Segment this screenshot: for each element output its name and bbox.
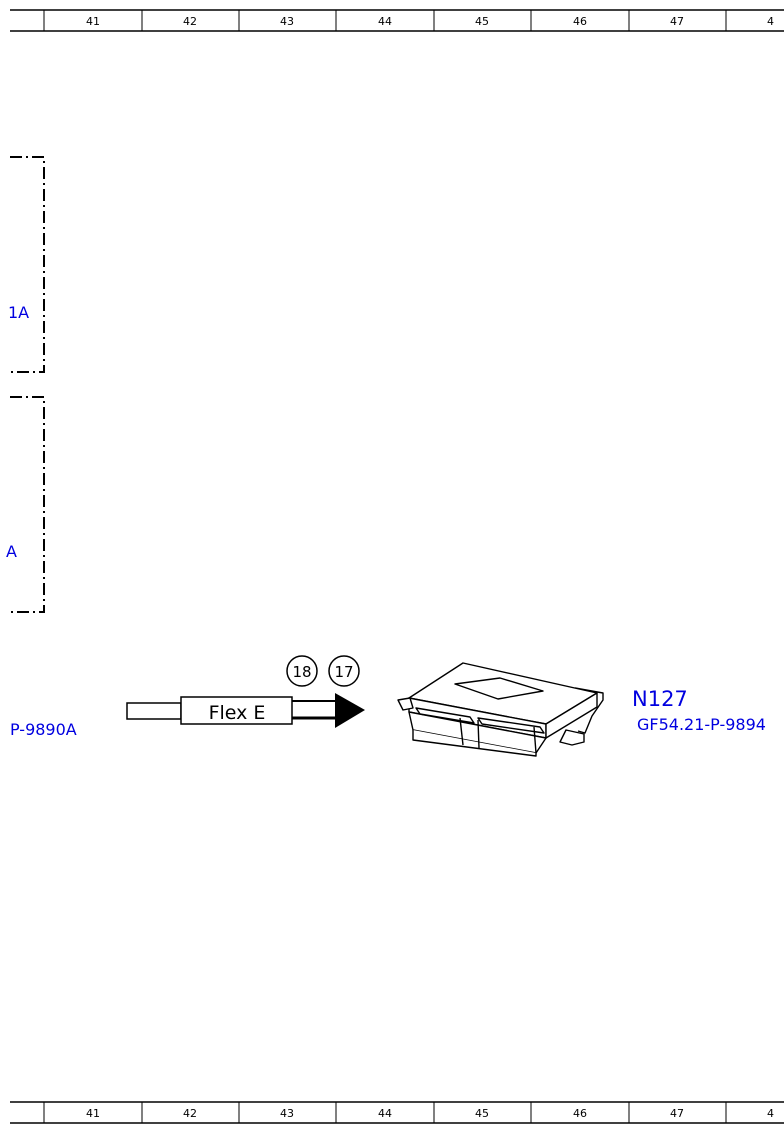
bottom-ruler-col-44: 44 — [378, 1107, 392, 1120]
top-ruler-col-48-partial: 4 — [767, 15, 774, 28]
bubble-18-label: 18 — [292, 663, 311, 681]
box-lower-ref-link[interactable]: A — [6, 542, 17, 561]
arrow-right-icon — [335, 693, 365, 728]
control-module-icon — [397, 662, 604, 757]
bottom-ruler-col-41: 41 — [86, 1107, 100, 1120]
flex-e-label: Flex E — [209, 702, 266, 724]
dashdot-box-lower: A — [6, 396, 45, 613]
bottom-ruler-col-45: 45 — [475, 1107, 489, 1120]
bubble-18: 18 — [286, 655, 318, 687]
top-ruler-col-42: 42 — [183, 15, 197, 28]
top-ruler-col-43: 43 — [280, 15, 294, 28]
bottom-ruler-col-42: 42 — [183, 1107, 197, 1120]
top-ruler-col-46: 46 — [573, 15, 587, 28]
bottom-ruler-col-46: 46 — [573, 1107, 587, 1120]
bottom-ruler-col-43: 43 — [280, 1107, 294, 1120]
flex-e-connector: Flex E — [126, 693, 365, 728]
module-code-link[interactable]: N127 — [632, 687, 688, 711]
box-upper-ref-link[interactable]: 1A — [8, 303, 29, 322]
bottom-ruler-col-48-partial: 4 — [767, 1107, 774, 1120]
bubble-17: 17 — [328, 655, 360, 687]
top-ruler-col-44: 44 — [378, 15, 392, 28]
top-ruler-col-47: 47 — [670, 15, 684, 28]
top-ruler: 41 42 43 44 45 46 47 4 — [10, 9, 784, 32]
bubble-17-label: 17 — [334, 663, 353, 681]
left-ref-link[interactable]: P-9890A — [10, 720, 77, 739]
bottom-ruler-col-47: 47 — [670, 1107, 684, 1120]
dashdot-box-upper: 1A — [8, 156, 45, 373]
module-ref-link[interactable]: GF54.21-P-9894 — [637, 715, 766, 734]
bottom-ruler: 41 42 43 44 45 46 47 4 — [10, 1101, 784, 1124]
top-ruler-col-41: 41 — [86, 15, 100, 28]
top-ruler-col-45: 45 — [475, 15, 489, 28]
